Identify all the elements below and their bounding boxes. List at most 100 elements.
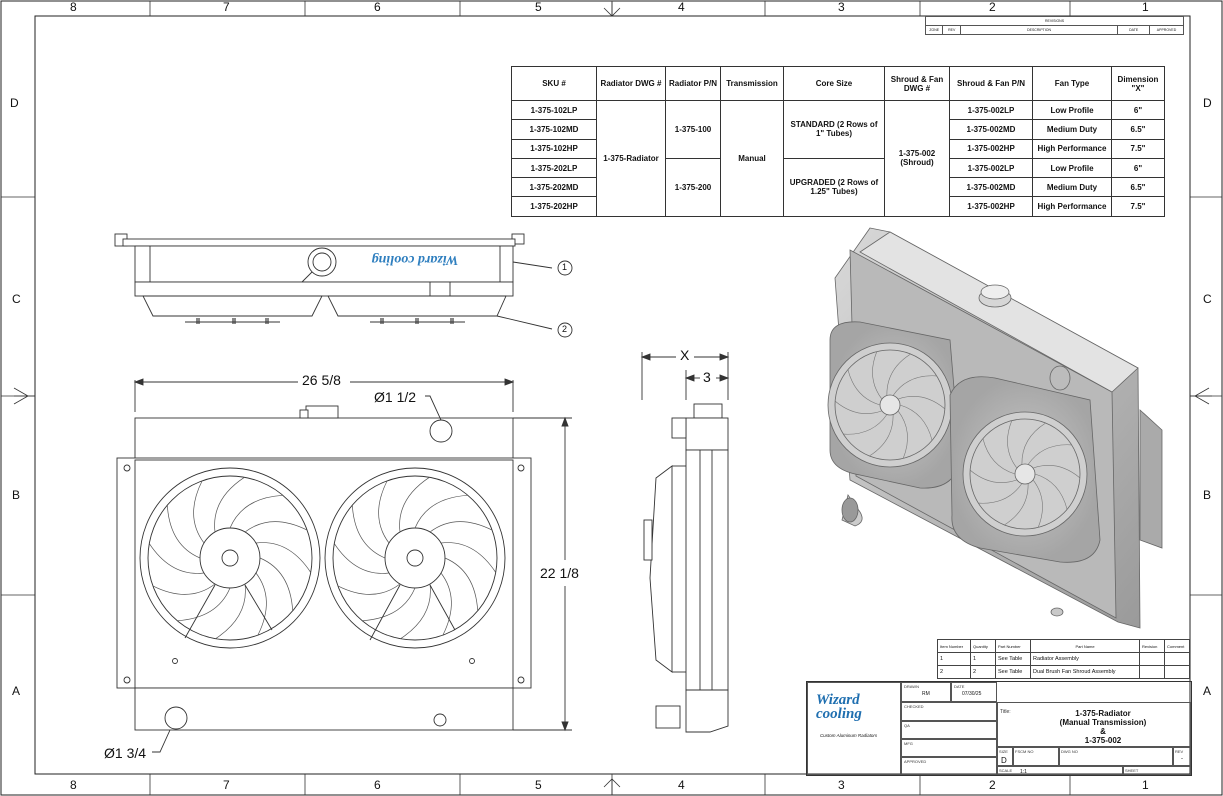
- zone-col-7-bottom: 7: [223, 778, 230, 792]
- dwg-no-label: DWG NO: [1061, 749, 1078, 754]
- bom-cell: [1139, 652, 1165, 666]
- top-view: [114, 233, 573, 338]
- bom-cell: 2: [937, 665, 971, 679]
- fscm-cell: FSCM NO: [1013, 747, 1059, 766]
- fan-blade: [166, 505, 201, 559]
- rev-header-rev: REV: [942, 25, 961, 35]
- fan-blade: [1032, 479, 1043, 528]
- fan-blade: [892, 375, 937, 396]
- dimension-x-cell: 6": [1111, 157, 1165, 179]
- fan-blade: [259, 557, 294, 611]
- fan-blade: [334, 543, 390, 574]
- bom-cell: 1: [937, 652, 971, 666]
- dimension-x-cell: 7.5": [1111, 196, 1165, 217]
- bom-cell: Radiator Assembly: [1030, 652, 1140, 666]
- fan-type-cell: High Performance: [1032, 138, 1112, 159]
- radiator-dwg-header: Radiator DWG #: [596, 66, 666, 101]
- sku-cell: 1-375-202LP: [511, 157, 597, 179]
- sku-table: SKU # Radiator DWG # Radiator P/N Transm…: [511, 66, 1165, 217]
- zone-col-5: 5: [535, 0, 542, 14]
- transmission-cell: Manual: [720, 100, 784, 217]
- shroud-pn-cell: 1-375-002MD: [949, 119, 1033, 140]
- title-line-3: &: [1100, 727, 1106, 736]
- zone-row-a: A: [12, 684, 21, 698]
- width-dimension: 26 5/8: [302, 372, 341, 388]
- core-size-header: Core Size: [783, 66, 885, 101]
- zone-col-1-bottom: 1: [1142, 778, 1149, 792]
- fan-blade: [440, 542, 496, 573]
- mfg-cell: MFG: [901, 739, 997, 757]
- bom-cell: 1: [970, 652, 996, 666]
- fan-blade: [440, 572, 452, 636]
- bom-header-comment: Comment: [1164, 639, 1190, 653]
- fan-type-cell: Medium Duty: [1032, 177, 1112, 198]
- zone-col-4: 4: [678, 0, 685, 14]
- sku-cell: 1-375-102MD: [511, 119, 597, 140]
- outlet-dimension: Ø1 3/4: [104, 745, 147, 761]
- bom-cell: 2: [970, 665, 996, 679]
- table-row: 1-375-202HP 1-375-002HP High Performance…: [511, 196, 1165, 217]
- bom-header-item: Item Number: [937, 639, 971, 653]
- table-row: 2 2 See Table Dual Brush Fan Shroud Asse…: [937, 665, 1190, 679]
- qa-label: QA: [904, 723, 910, 728]
- rev-value: -: [1181, 756, 1183, 762]
- approved-cell: APPROVED: [901, 757, 997, 775]
- zone-row-c-right: C: [1203, 292, 1212, 306]
- company-tagline: Custom Aluminum Radiators: [820, 733, 878, 738]
- fan-blade: [982, 438, 1016, 475]
- date-cell: DATE 07/30/25: [951, 682, 997, 702]
- bom-cell: Dual Brush Fan Shroud Assembly: [1030, 665, 1140, 679]
- zone-col-6: 6: [374, 0, 381, 14]
- qa-cell: QA: [901, 721, 997, 739]
- fan-blade: [255, 572, 267, 636]
- balloon-2: 2: [562, 324, 568, 334]
- bom-header-quantity: Quantity: [970, 639, 996, 653]
- bom-cell: [1139, 665, 1165, 679]
- rev-header-date: DATE: [1117, 25, 1151, 35]
- fan-blade: [872, 351, 883, 400]
- fan-blade: [897, 410, 908, 459]
- fan-blade: [1004, 483, 1029, 526]
- fan-blade: [429, 521, 493, 533]
- sku-cell: 1-375-102HP: [511, 138, 597, 159]
- fan-blade: [886, 353, 911, 396]
- fan-blade: [444, 557, 479, 611]
- radiator-dwg-cell: 1-375-Radiator: [596, 100, 666, 217]
- dimension-x-cell: 6.5": [1111, 177, 1165, 198]
- dimension-x-cell: 6": [1111, 99, 1165, 121]
- filler-neck-dimension: Ø1 1/2: [374, 389, 417, 405]
- sku-header: SKU #: [511, 66, 597, 101]
- rev-header-description: DESCRIPTION: [959, 25, 1119, 35]
- zone-row-c: C: [12, 292, 21, 306]
- zone-row-a-right: A: [1203, 684, 1212, 698]
- title-cell: Title: 1-375-Radiator (Manual Transmissi…: [997, 702, 1191, 747]
- radiator-pn-cell: 1-375-100: [665, 100, 721, 159]
- radiator-pn-header: Radiator P/N: [665, 66, 721, 101]
- fan-blade: [1007, 420, 1018, 469]
- fan-type-cell: High Performance: [1032, 196, 1112, 217]
- zone-col-2-bottom: 2: [989, 778, 996, 792]
- size-label: SIZE: [999, 749, 1008, 754]
- fan-blade: [152, 583, 216, 595]
- fscm-label: FSCM NO: [1015, 749, 1034, 754]
- fan-blade: [244, 521, 308, 533]
- fan-blade: [869, 414, 894, 457]
- table-row: 1-375-102LP 1-375-Radiator 1-375-100 Man…: [511, 99, 1165, 217]
- zone-col-3: 3: [838, 0, 845, 14]
- x-dimension-label: X: [680, 347, 690, 363]
- bom-cell: See Table: [995, 665, 1031, 679]
- fan-blade: [399, 477, 430, 533]
- iso-view: [827, 227, 1163, 629]
- drawn-label: DRAWN: [904, 684, 919, 689]
- sku-cell: 1-375-202MD: [511, 177, 597, 198]
- balloon-1: 1: [562, 262, 568, 272]
- revision-block: REVISIONS ZONE REV DESCRIPTION DATE APPR…: [924, 16, 1184, 35]
- shroud-pn-header: Shroud & Fan P/N: [949, 66, 1033, 101]
- fan-blade: [177, 587, 231, 622]
- title-label: Title:: [1000, 709, 1011, 715]
- table-row: 1-375-102MD 1-375-002MD Medium Duty 6.5": [511, 119, 1165, 140]
- height-dimension: 22 1/8: [540, 565, 579, 581]
- svg-text:Wizard cooling: Wizard cooling: [372, 252, 459, 267]
- shroud-pn-cell: 1-375-002HP: [949, 196, 1033, 217]
